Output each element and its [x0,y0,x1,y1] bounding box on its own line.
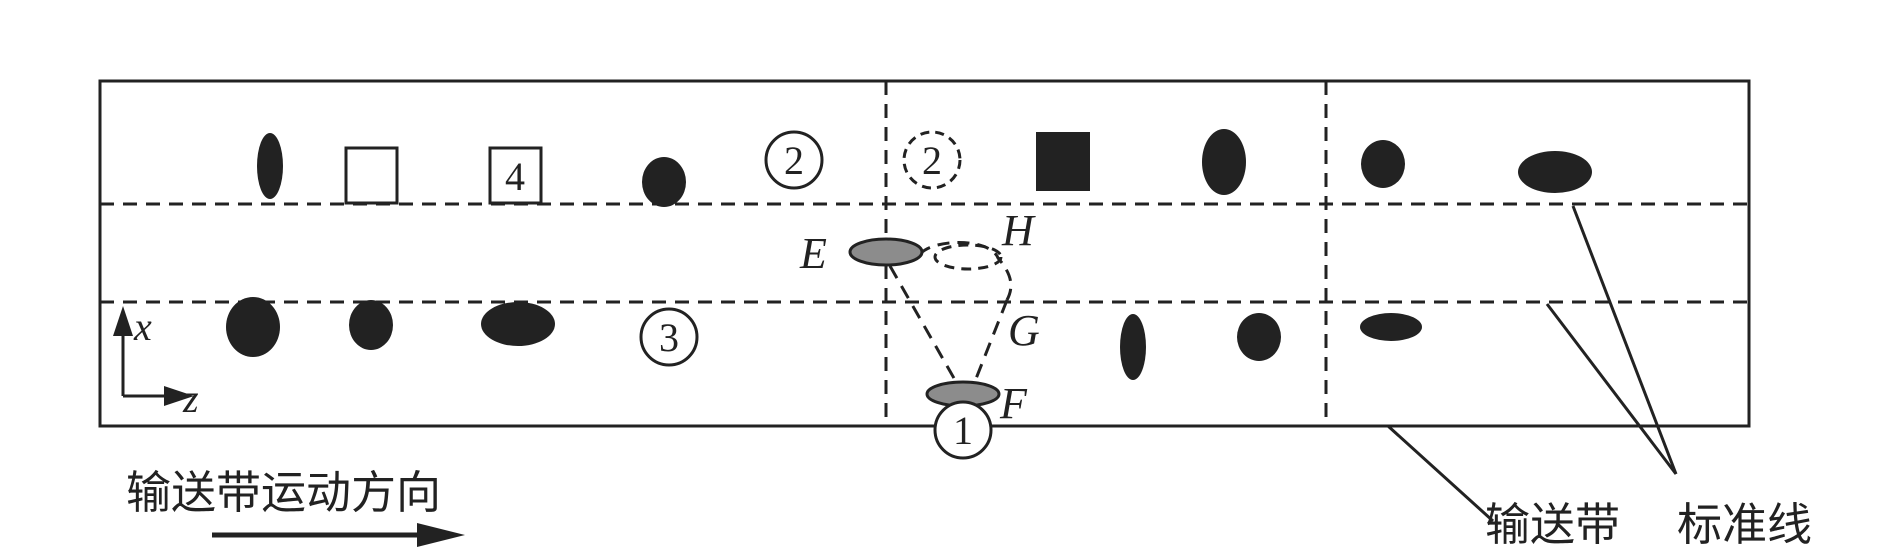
point-e-label: E [799,229,827,278]
marker-2-dashed-label: 2 [922,138,942,183]
large-round-object [226,297,280,357]
dashed-ellipse-h [933,243,1003,271]
standard-line-leader-1 [1571,205,1678,475]
axis-z-label: z [182,376,199,421]
belt-outline [98,79,1751,428]
dashed-line-g-f [968,299,1009,395]
round-object-bottom-right [1237,313,1281,361]
motion-direction-arrowhead [417,523,465,547]
wide-oval-object [481,302,555,346]
standard-line-leader-2 [1545,303,1678,475]
oval-object [1202,129,1246,195]
wide-ellipse-object [1518,151,1592,193]
marker-3-label: 3 [659,315,679,360]
axis-z-arrowhead [164,386,194,406]
open-square-object [344,146,399,205]
round-object [642,157,686,207]
marker-3-circle [639,307,699,367]
flat-ellipse-object [1360,313,1422,341]
object-e [848,237,924,267]
tall-ellipse-object-bottom [1120,314,1146,380]
motion-direction-label: 输送带运动方向 [126,466,441,519]
dashed-line-e-f [888,265,965,395]
marker-2-label: 2 [784,138,804,183]
round-object-right [1361,140,1405,188]
point-f-label: F [999,379,1028,428]
belt-label: 输送带 [1485,498,1620,551]
axis-x-arrowhead [113,306,133,336]
marker-2-circle [764,130,824,190]
marker-1-circle [933,400,993,460]
axis-x-label: x [133,304,152,349]
round-object-small [349,300,393,350]
dashed-path-e-h-g [918,241,1013,301]
tall-ellipse-object [257,133,283,199]
marker-4-box [488,146,543,205]
standard-line-label: 标准线 [1677,498,1812,551]
marker-1-label: 1 [953,408,973,453]
filled-square-object [1036,132,1090,191]
point-g-label: G [1008,306,1040,355]
point-h-label: H [1001,206,1036,255]
belt-leader-line [1386,424,1495,523]
marker-4-label: 4 [505,154,525,199]
marker-2-dashed-circle [902,130,962,190]
